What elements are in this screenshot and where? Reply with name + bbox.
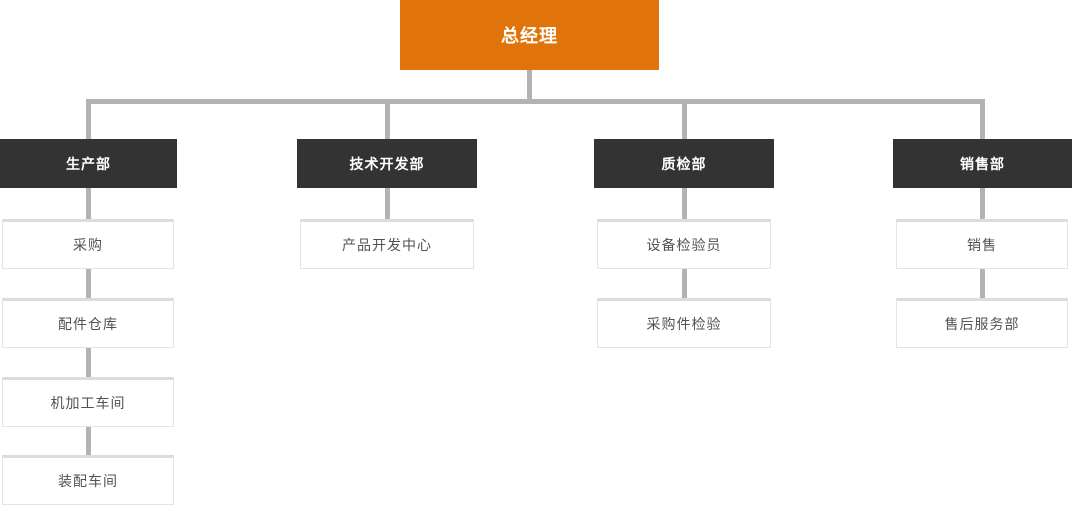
connector-line [86,348,91,377]
node-product-dev-center: 产品开发中心 [300,219,474,269]
connector-line [682,269,687,298]
connector-line [86,269,91,298]
connector-line [682,188,687,219]
connector-horizontal-rail [86,99,985,104]
connector-line [385,99,390,139]
node-assembly-workshop: 装配车间 [2,455,174,505]
node-sales: 销售 [896,219,1068,269]
dept-production: 生产部 [0,139,177,188]
node-general-manager: 总经理 [400,0,659,70]
connector-root-vertical [527,70,532,104]
connector-line [980,269,985,298]
connector-line [86,99,91,139]
dept-tech-development: 技术开发部 [297,139,477,188]
connector-line [980,188,985,219]
connector-line [980,99,985,139]
node-parts-warehouse: 配件仓库 [2,298,174,348]
node-machining-workshop: 机加工车间 [2,377,174,427]
dept-sales: 销售部 [893,139,1072,188]
connector-line [86,188,91,219]
node-purchasing: 采购 [2,219,174,269]
node-equipment-inspector: 设备检验员 [597,219,771,269]
dept-quality-inspection: 质检部 [594,139,774,188]
connector-line [682,99,687,139]
node-after-sales-service: 售后服务部 [896,298,1068,348]
connector-line [385,188,390,219]
connector-line [86,427,91,455]
node-purchased-parts-inspection: 采购件检验 [597,298,771,348]
